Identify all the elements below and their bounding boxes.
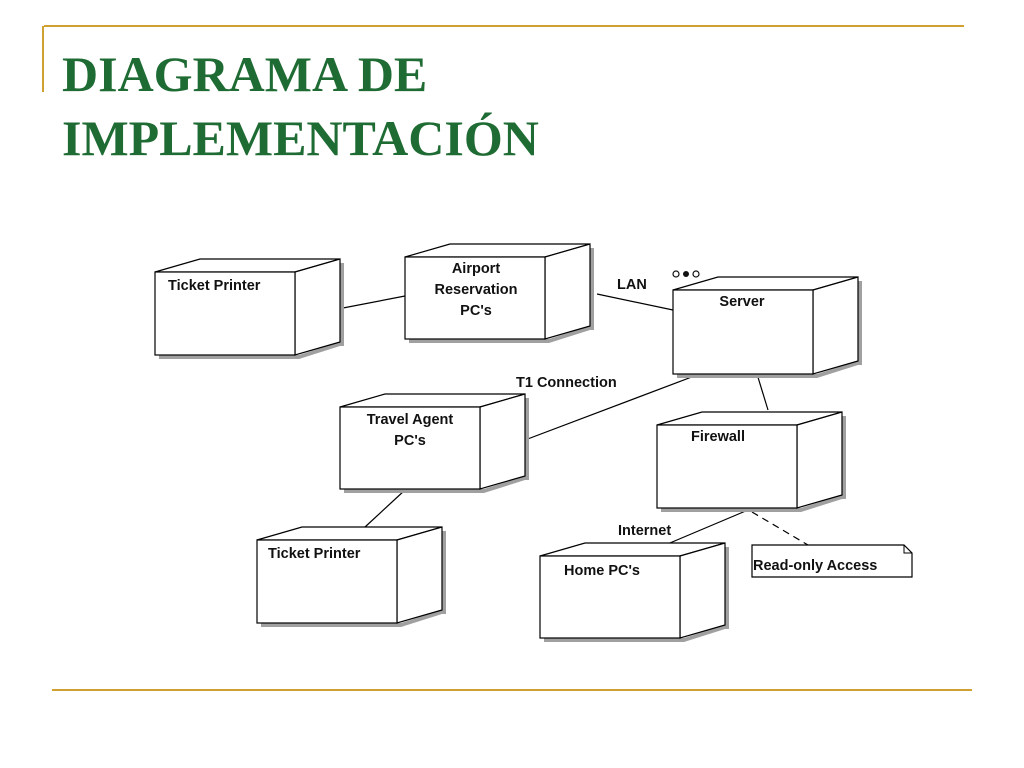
node-side-face xyxy=(479,393,526,490)
node-label: Airport xyxy=(452,261,501,277)
node-shadow xyxy=(677,361,858,378)
edge-server-to-firewall xyxy=(756,373,769,411)
node-front-face xyxy=(256,539,398,624)
connection-labels: LAN T1 Connection Internet xyxy=(516,277,671,539)
node-label: PC's xyxy=(460,303,492,319)
note-text: Read-only Access xyxy=(753,558,877,574)
edge-travel-agent-pcs-to-server xyxy=(524,374,698,441)
node-side-face xyxy=(294,258,341,356)
accent-vertical-line xyxy=(42,26,44,92)
node-shadow xyxy=(409,326,590,343)
node-front-face xyxy=(404,256,546,340)
node-label: Reservation xyxy=(434,282,517,298)
edge-travel-agent-pcs-to-ticket-printer-2 xyxy=(364,489,406,528)
edge-label-t1-connection: T1 Connection xyxy=(516,375,617,391)
node-label: Travel Agent xyxy=(367,412,454,428)
server-stereotype-icon xyxy=(672,270,700,278)
node-shadow xyxy=(159,342,340,359)
node-ticket-printer-1: Ticket Printer xyxy=(154,258,344,359)
node-side-face xyxy=(544,243,591,340)
slide-title-line-2: IMPLEMENTACIÓN xyxy=(62,110,539,166)
node-front-face xyxy=(339,406,481,490)
node-front-face xyxy=(672,289,814,375)
slide-title: DIAGRAMA DE IMPLEMENTACIÓN xyxy=(62,42,539,170)
node-label: Ticket Printer xyxy=(268,546,361,562)
edge-label-internet: Internet xyxy=(618,523,671,539)
edge-airport-reservation-pcs-to-server xyxy=(596,293,674,311)
node-front-face xyxy=(656,424,798,509)
node-front-face xyxy=(539,555,681,639)
node-shadow-side xyxy=(725,547,729,629)
node-label: Home PC's xyxy=(564,563,640,579)
node-shadow-side xyxy=(525,398,529,480)
node-server: Server xyxy=(672,276,862,378)
node-side-face xyxy=(812,276,859,375)
node-shadow-side xyxy=(842,416,846,499)
node-shadow-side xyxy=(590,248,594,330)
edge-firewall-to-home-pcs xyxy=(657,509,749,549)
edge-label-lan: LAN xyxy=(617,277,647,293)
node-firewall: Firewall xyxy=(656,411,846,512)
note-read-only-access: Read-only Access xyxy=(751,544,913,578)
node-shadow xyxy=(344,476,525,493)
node-label: PC's xyxy=(394,433,426,449)
node-shadow xyxy=(661,495,842,512)
node-shadow-side xyxy=(442,531,446,614)
node-label: Firewall xyxy=(691,429,745,445)
note-anchor-link xyxy=(751,511,809,546)
accent-top-line xyxy=(44,25,964,27)
node-ticket-printer-2: Ticket Printer xyxy=(256,526,446,627)
edge-ticket-printer-1-to-airport-reservation-pcs xyxy=(342,295,406,309)
accent-bottom-line xyxy=(52,689,972,691)
node-side-face xyxy=(796,411,843,509)
node-label: Ticket Printer xyxy=(168,278,261,294)
node-label: Server xyxy=(719,294,765,310)
node-shadow-side xyxy=(858,281,862,365)
slide-title-line-1: DIAGRAMA DE xyxy=(62,46,428,102)
nodes: Ticket PrinterAirportReservationPC'sServ… xyxy=(154,243,862,642)
node-side-face xyxy=(679,542,726,639)
node-home-pcs: Home PC's xyxy=(539,542,729,642)
node-side-face xyxy=(396,526,443,624)
node-front-face xyxy=(154,271,296,356)
connections xyxy=(342,293,809,549)
node-shadow-side xyxy=(340,263,344,346)
